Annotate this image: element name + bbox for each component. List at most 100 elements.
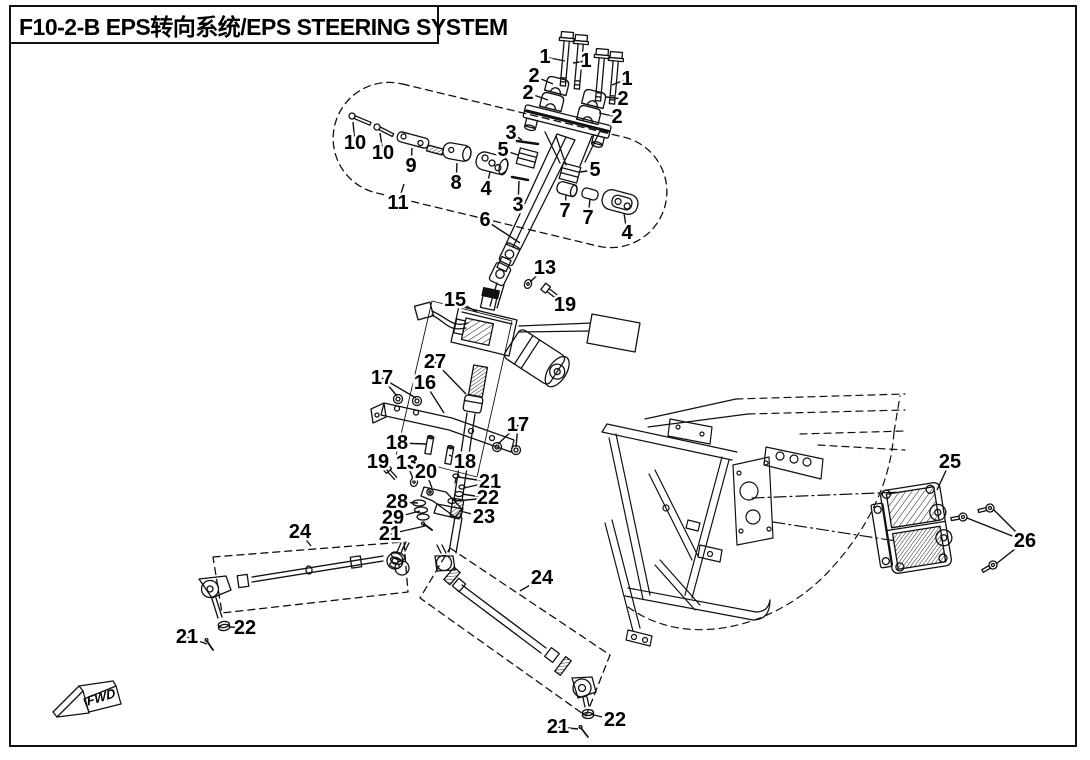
part-pin-3-lower bbox=[510, 175, 530, 182]
callout-17[interactable]: 17 bbox=[368, 365, 395, 392]
part-tie-rod-right bbox=[419, 547, 611, 738]
callout-17[interactable]: 17 bbox=[504, 412, 531, 439]
callout-24[interactable]: 24 bbox=[528, 565, 556, 592]
callout-8[interactable]: 8 bbox=[448, 170, 464, 197]
callout-15[interactable]: 15 bbox=[441, 287, 468, 314]
part-eps-motor bbox=[503, 329, 570, 388]
leader-line-5 bbox=[502, 149, 519, 156]
callout-2[interactable]: 2 bbox=[609, 104, 625, 131]
callout-21[interactable]: 21 bbox=[173, 624, 200, 651]
callout-11[interactable]: 11 bbox=[385, 190, 411, 217]
callout-21[interactable]: 21 bbox=[476, 469, 503, 496]
frame-section bbox=[601, 393, 906, 647]
callout-16[interactable]: 16 bbox=[411, 370, 438, 397]
leader-line-27 bbox=[434, 361, 467, 395]
leader-line-2 bbox=[533, 75, 554, 85]
part-eps-controller bbox=[870, 482, 953, 574]
callout-18[interactable]: 18 bbox=[383, 430, 410, 457]
callout-9[interactable]: 9 bbox=[403, 153, 419, 180]
leader-line-6 bbox=[484, 219, 521, 244]
callout-22[interactable]: 22 bbox=[474, 485, 501, 512]
callout-2[interactable]: 2 bbox=[526, 63, 542, 90]
callout-1[interactable]: 1 bbox=[619, 66, 635, 93]
part-mounting-bracket bbox=[370, 402, 515, 453]
part-washer-13-lower bbox=[409, 476, 419, 488]
leader-line-1 bbox=[572, 60, 587, 64]
leader-line-21 bbox=[186, 636, 208, 645]
part-bolt-19-lower bbox=[382, 464, 398, 481]
callout-18[interactable]: 18 bbox=[451, 449, 478, 476]
leader-line-17 bbox=[515, 424, 519, 448]
leader-line-15 bbox=[454, 299, 478, 313]
leader-line-10 bbox=[352, 121, 356, 144]
callout-13[interactable]: 13 bbox=[531, 255, 558, 282]
part-cylinder-8 bbox=[442, 142, 472, 162]
part-bracket-bolts-17 bbox=[392, 393, 522, 456]
part-pin-10-b bbox=[373, 123, 395, 138]
callout-6[interactable]: 6 bbox=[477, 207, 493, 234]
part-washer-13-upper bbox=[523, 278, 533, 290]
callout-21[interactable]: 21 bbox=[376, 521, 403, 548]
leader-line-26 bbox=[995, 540, 1026, 565]
callout-24[interactable]: 24 bbox=[286, 519, 314, 546]
leader-line-13 bbox=[406, 462, 414, 480]
callout-21[interactable]: 21 bbox=[544, 714, 571, 741]
callout-1[interactable]: 1 bbox=[578, 48, 594, 75]
leader-line-7 bbox=[587, 198, 591, 219]
callout-19[interactable]: 19 bbox=[551, 292, 578, 319]
leader-line-22 bbox=[229, 626, 246, 629]
part-eps-wiring bbox=[413, 301, 641, 353]
callout-3[interactable]: 3 bbox=[503, 120, 519, 147]
callout-22[interactable]: 22 bbox=[601, 707, 628, 734]
callout-19[interactable]: 19 bbox=[364, 449, 391, 476]
leader-line-18 bbox=[396, 442, 428, 445]
callout-10[interactable]: 10 bbox=[369, 140, 396, 167]
callout-2[interactable]: 2 bbox=[615, 86, 631, 113]
leader-line-4 bbox=[485, 171, 491, 190]
part-column-top-plate bbox=[522, 104, 612, 148]
leader-line-19 bbox=[377, 461, 389, 472]
part-washer-22-left bbox=[217, 620, 231, 632]
leader-line-18 bbox=[448, 454, 466, 463]
callout-4[interactable]: 4 bbox=[478, 176, 495, 203]
part-damper-5-right bbox=[558, 162, 582, 184]
callout-22[interactable]: 22 bbox=[231, 615, 258, 642]
leader-line-16 bbox=[424, 382, 445, 414]
leader-line-13 bbox=[529, 267, 546, 283]
title-box: F10-2-B EPS转向系统/EPS STEERING SYSTEM bbox=[9, 5, 508, 44]
part-damper-5-left bbox=[515, 147, 539, 169]
callout-13[interactable]: 13 bbox=[393, 450, 420, 477]
callout-7[interactable]: 7 bbox=[580, 205, 596, 232]
leader-line-25 bbox=[936, 461, 951, 491]
part-eps-unit bbox=[413, 286, 641, 388]
part-washer-22-right bbox=[581, 708, 595, 720]
leader-line-2 bbox=[527, 92, 549, 101]
callout-20[interactable]: 20 bbox=[412, 459, 439, 486]
callout-29[interactable]: 29 bbox=[379, 505, 406, 532]
part-coupler-4-left bbox=[475, 151, 509, 176]
callout-25[interactable]: 25 bbox=[936, 449, 963, 476]
detail-capsule-outline bbox=[332, 81, 668, 249]
leader-line-7 bbox=[564, 194, 567, 212]
callout-23[interactable]: 23 bbox=[470, 504, 497, 531]
part-clamp-halves bbox=[538, 75, 607, 126]
callout-5[interactable]: 5 bbox=[495, 137, 511, 164]
callout-4[interactable]: 4 bbox=[619, 220, 636, 247]
callout-26[interactable]: 26 bbox=[1011, 528, 1038, 555]
callout-10[interactable]: 10 bbox=[341, 130, 368, 157]
callout-1[interactable]: 1 bbox=[537, 44, 553, 71]
callout-27[interactable]: 27 bbox=[421, 349, 448, 376]
leader-line-22 bbox=[454, 497, 489, 502]
leader-line-10 bbox=[379, 132, 384, 154]
leader-line-22 bbox=[461, 493, 489, 499]
part-pin-3-upper bbox=[515, 139, 540, 146]
callout-28[interactable]: 28 bbox=[383, 489, 410, 516]
leader-line-19 bbox=[552, 295, 566, 306]
callout-7[interactable]: 7 bbox=[557, 198, 573, 225]
part-bracket-9 bbox=[396, 131, 430, 149]
callout-5[interactable]: 5 bbox=[587, 157, 603, 184]
callout-2[interactable]: 2 bbox=[520, 80, 536, 107]
callout-3[interactable]: 3 bbox=[510, 192, 526, 219]
